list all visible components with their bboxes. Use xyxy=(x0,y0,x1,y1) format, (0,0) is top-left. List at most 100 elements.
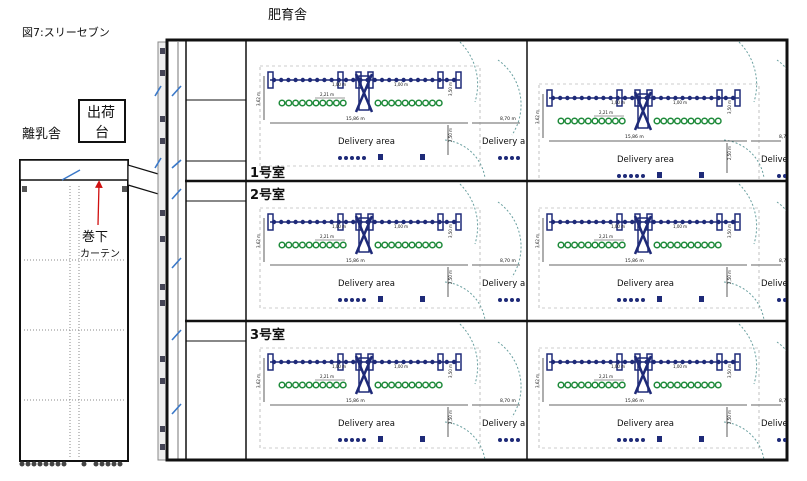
trough xyxy=(374,99,382,107)
crate-bead xyxy=(687,359,692,365)
crate-bead xyxy=(307,219,313,225)
trough xyxy=(611,381,619,389)
delivery-area-label: Delivery area xyxy=(338,279,395,289)
crate-bead xyxy=(709,219,714,225)
dim-label-passage: 2,50 m xyxy=(448,410,453,424)
trough xyxy=(584,381,592,389)
bottom-mark xyxy=(356,298,360,302)
bottom-mark xyxy=(657,436,662,442)
trough xyxy=(401,99,409,107)
fattening-barn-title: 肥育舎 xyxy=(268,8,308,23)
trough xyxy=(388,381,396,389)
crate-bead xyxy=(579,95,584,101)
crate-bead xyxy=(387,359,392,365)
bottom-mark xyxy=(635,298,639,302)
crate-bead xyxy=(594,359,599,365)
trough xyxy=(667,117,675,125)
crate-post xyxy=(337,213,344,231)
trough xyxy=(701,117,709,125)
trough xyxy=(571,381,579,389)
trough xyxy=(701,381,709,389)
dim-label-small: 1,00 m xyxy=(332,82,346,87)
trough xyxy=(422,99,430,107)
pen-outline xyxy=(259,207,481,309)
trough xyxy=(687,381,695,389)
crate-post xyxy=(616,353,623,371)
crate-post xyxy=(716,89,723,107)
trough xyxy=(618,241,626,249)
dim-label-small: 1,00 m xyxy=(332,224,346,229)
dim-label-right: 8,70 m xyxy=(500,258,516,264)
trough xyxy=(714,381,722,389)
bottom-mark xyxy=(629,298,633,302)
crate-bead xyxy=(723,219,728,225)
bottom-mark xyxy=(617,174,621,178)
trough xyxy=(428,241,436,249)
trough xyxy=(305,241,313,249)
trough xyxy=(598,117,606,125)
bottom-mark xyxy=(338,298,342,302)
trough xyxy=(298,381,306,389)
dim-label-mid: 2,21 m xyxy=(320,374,334,379)
pen-outline xyxy=(538,83,760,180)
crate-bead xyxy=(579,359,584,365)
crate-post xyxy=(734,89,741,107)
trough xyxy=(577,381,585,389)
trough xyxy=(298,241,306,249)
dim-label-small: 1,00 m xyxy=(394,82,408,87)
bottom-mark xyxy=(510,438,514,442)
bottom-mark xyxy=(378,296,383,302)
trough xyxy=(435,99,443,107)
trough xyxy=(660,241,668,249)
dim-label-main: 15,86 m xyxy=(625,134,644,140)
crate-bead xyxy=(673,219,678,225)
bottom-mark xyxy=(356,156,360,160)
bottom-mark xyxy=(641,438,645,442)
trough xyxy=(408,99,416,107)
dim-label-passage: 2,50 m xyxy=(448,270,453,284)
trough xyxy=(319,381,327,389)
crate-bead xyxy=(558,359,563,365)
crate-bead xyxy=(343,359,349,365)
trough xyxy=(673,241,681,249)
crate-bead xyxy=(666,359,671,365)
trough xyxy=(611,241,619,249)
crate-bead xyxy=(601,219,606,225)
crate-bead xyxy=(293,77,298,83)
crate-bead xyxy=(293,219,298,225)
trough xyxy=(401,241,409,249)
door-arc xyxy=(776,201,786,211)
crate-bead xyxy=(451,219,457,225)
trough xyxy=(680,381,688,389)
trough xyxy=(381,381,389,389)
door-arc xyxy=(459,41,479,103)
door-arc xyxy=(497,59,522,136)
side-vents xyxy=(160,48,165,450)
dim-label-depth: 3,62 m xyxy=(535,110,540,124)
crate-bead xyxy=(430,219,435,225)
dim-label-mid: 2,21 m xyxy=(599,110,613,115)
crate-post xyxy=(337,353,344,371)
trough xyxy=(694,117,702,125)
trough xyxy=(707,241,715,249)
crate-bead xyxy=(702,359,707,365)
trough xyxy=(673,381,681,389)
pen-outline xyxy=(538,347,760,449)
trough xyxy=(326,99,334,107)
delivery-area-label-cut: Delivery are xyxy=(761,155,807,165)
trough xyxy=(312,99,320,107)
farrowing-crate-frame xyxy=(358,357,370,393)
trough xyxy=(687,117,695,125)
crate-bead xyxy=(408,77,413,83)
delivery-area-label-cut: Delivery are xyxy=(761,279,807,289)
crate-bead xyxy=(408,219,413,225)
trough xyxy=(292,241,300,249)
trough xyxy=(415,99,423,107)
trough xyxy=(381,99,389,107)
bottom-mark xyxy=(378,154,383,160)
dim-label-small: 1,00 m xyxy=(611,100,625,105)
crate-bead xyxy=(723,95,728,101)
weaning-feet xyxy=(19,461,123,467)
crate-bead xyxy=(423,77,428,83)
crate-bead xyxy=(379,77,385,83)
